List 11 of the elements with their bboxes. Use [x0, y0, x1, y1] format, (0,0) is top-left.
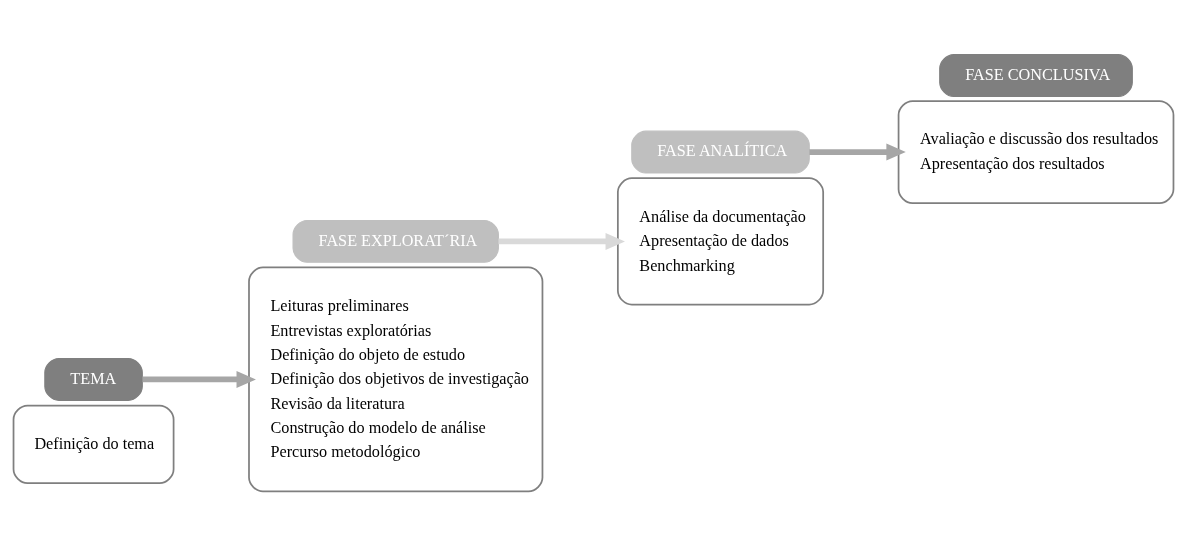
node-box: FASE CONCLUSIVA: [939, 53, 1133, 97]
node-box: Análise da documentação Apresentação de dados Benchmarking: [617, 176, 825, 305]
node-box: Leituras preliminares Entrevistas exploratórias Definição do objeto de estudo Definição dos objetivos de investigação Revisão da literatura Construção do modelo de análise Percurso metodológico: [248, 266, 544, 492]
node-box: FASE ANALÍTICA: [631, 130, 810, 174]
node-box: Avaliação e discussão dos resultados Apresentação dos resultados: [897, 99, 1175, 204]
arrow: [498, 232, 625, 250]
arrow: [142, 370, 256, 388]
arrow: [809, 143, 906, 161]
node-box: TEMA: [44, 357, 143, 401]
node-box: FASE EXPLORAT´RIA: [292, 219, 499, 263]
node-box: Definição do tema: [12, 404, 175, 484]
